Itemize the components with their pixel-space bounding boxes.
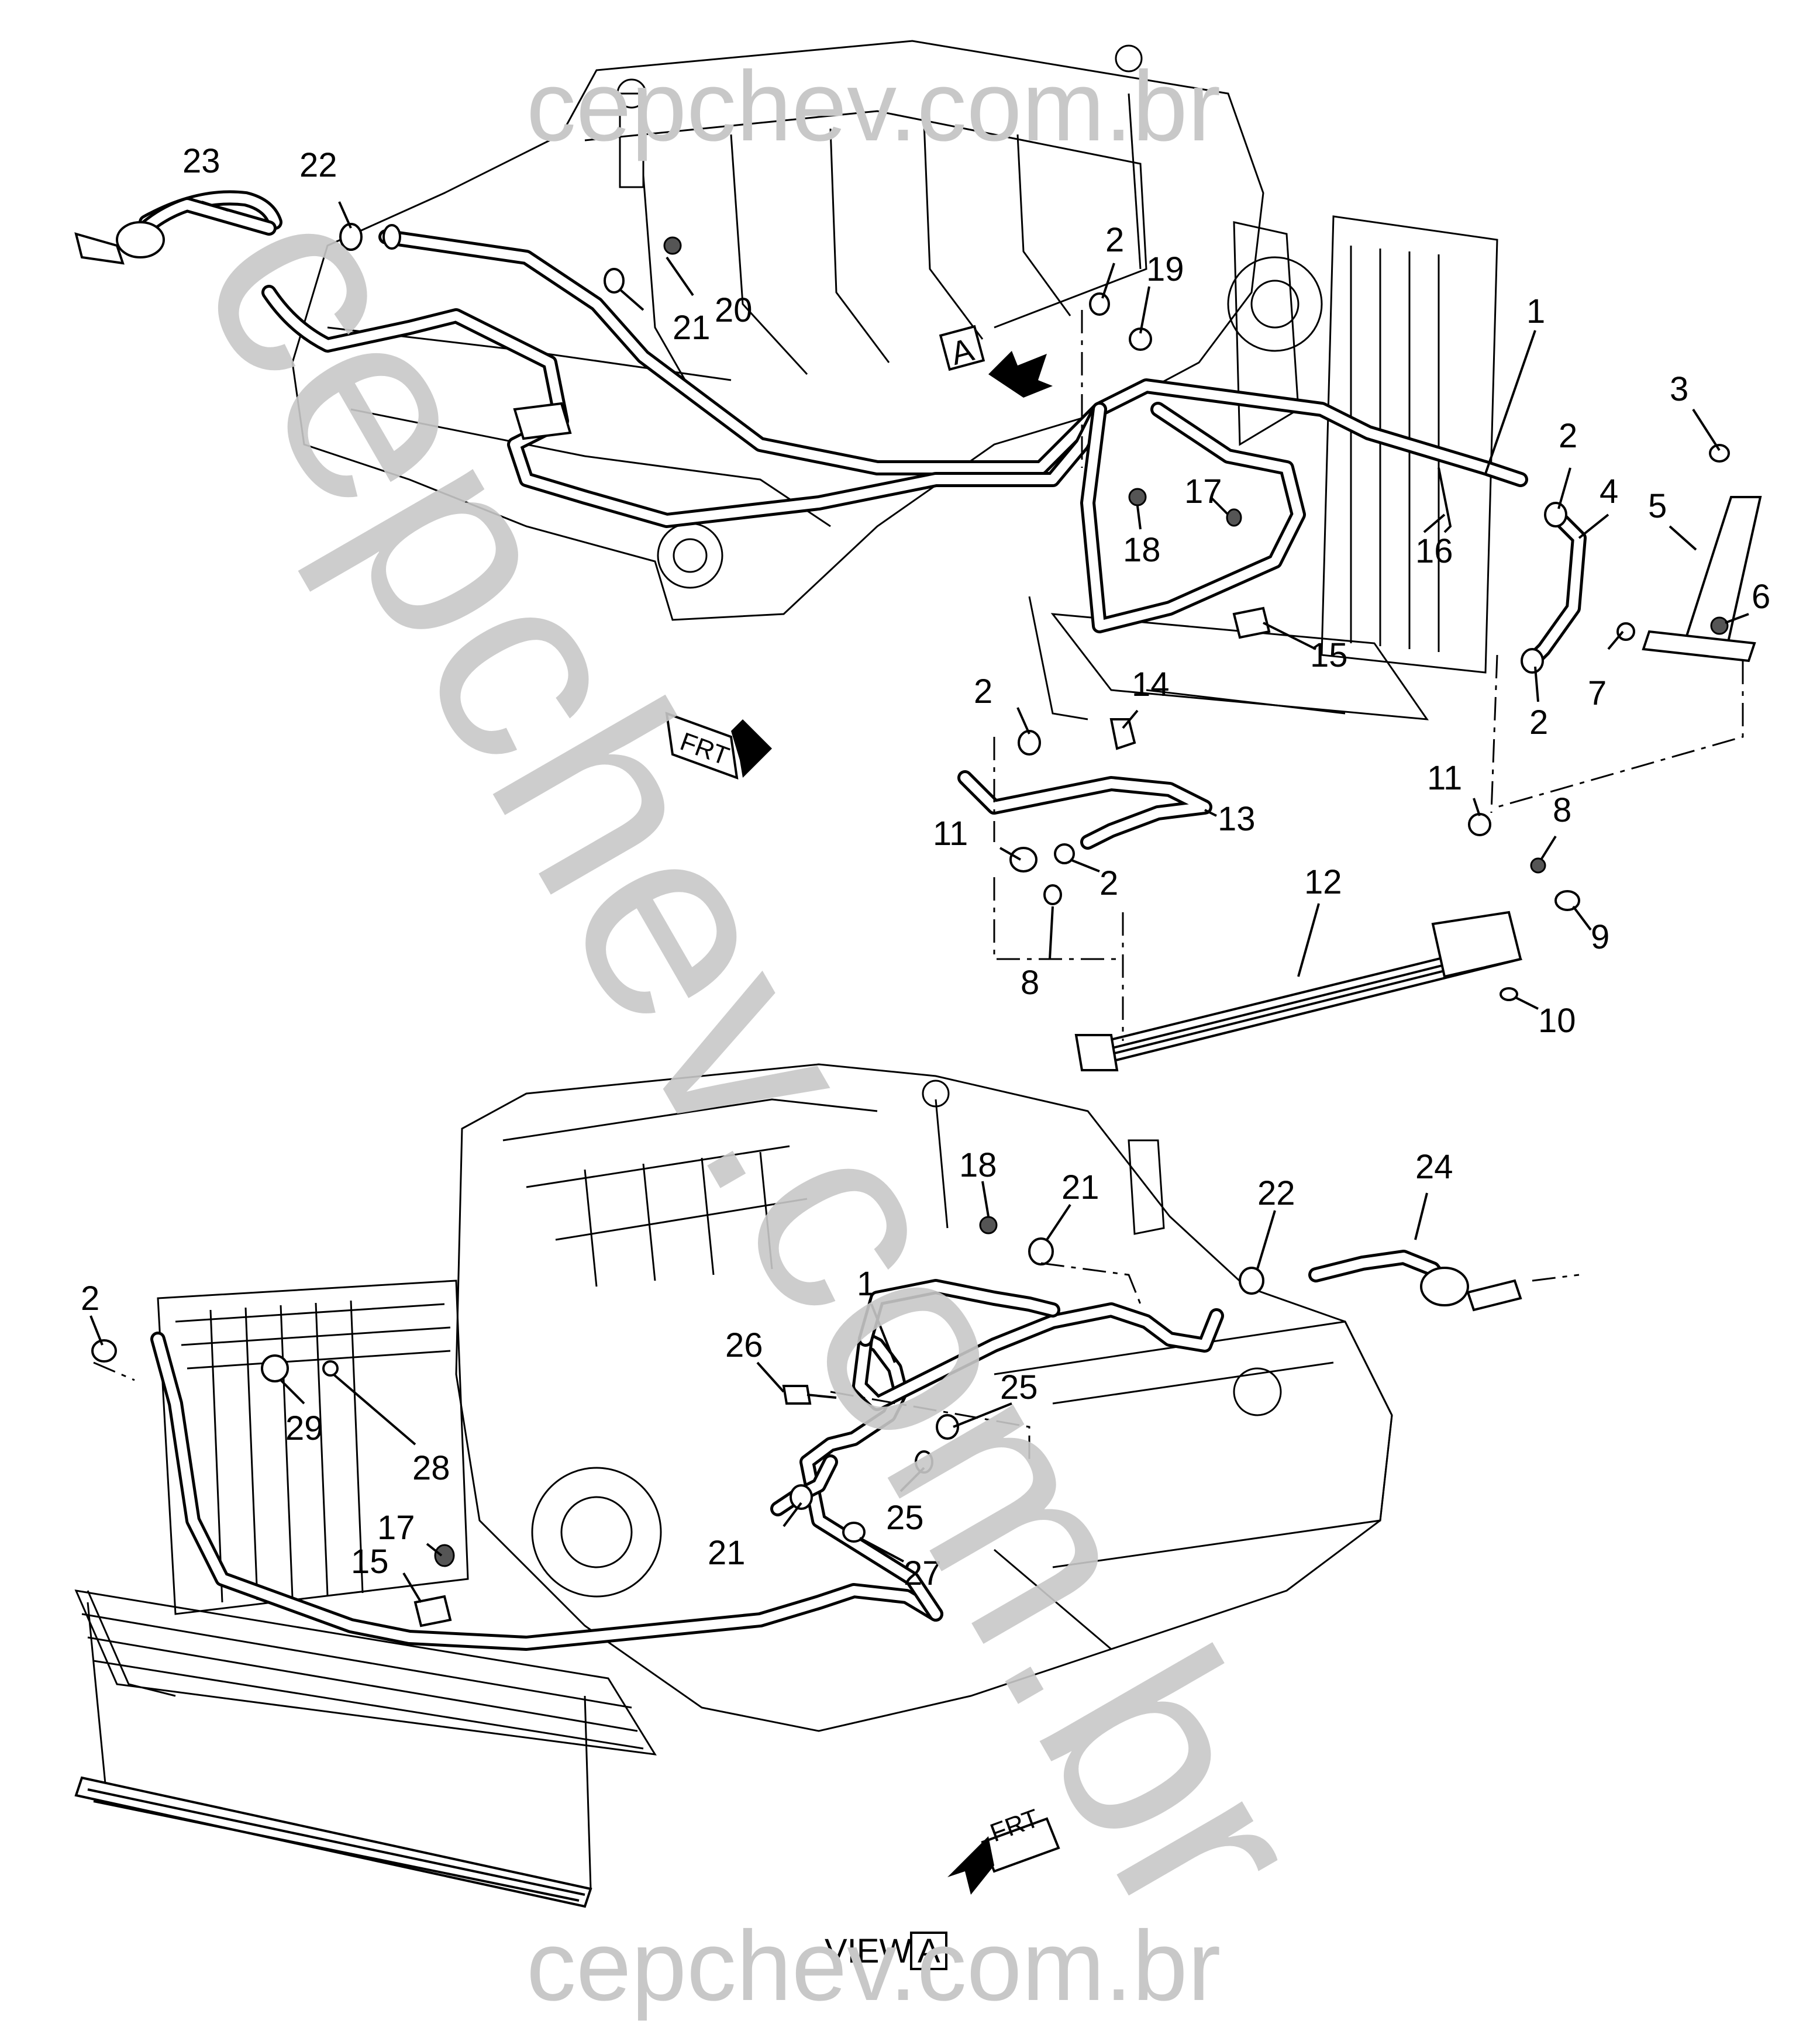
front-direction-arrow-bottom: FRT: [947, 1803, 1060, 1895]
callout-18: 18: [1123, 531, 1161, 569]
callout-27: 27: [904, 1554, 942, 1592]
cooler-lines-bottom: [150, 1250, 1522, 1651]
callout-2: 2: [1559, 417, 1577, 455]
callout-3: 3: [1670, 370, 1688, 408]
watermark-top: cepchev.com.br: [526, 51, 1221, 162]
callouts-top: 23 22 21 20 2 19 1 2 4 3 5 6 7 2 17 18 1…: [182, 142, 1770, 1040]
leader-lines-top: [201, 201, 1749, 1041]
radiator-assembly-bottom: [74, 1280, 657, 1908]
callout-14: 14: [1132, 665, 1170, 704]
callout-16: 16: [1415, 532, 1453, 570]
callout-20: 20: [715, 291, 753, 329]
callout-21: 21: [673, 309, 711, 347]
callout-19: 19: [1146, 250, 1184, 288]
callout-2: 2: [1105, 221, 1124, 259]
fluid-cooler-top: [1074, 911, 1523, 1071]
cooler-lines-top: [74, 190, 1587, 850]
callout-25: 25: [886, 1499, 924, 1537]
callout-18: 18: [959, 1146, 997, 1184]
callout-8: 8: [1021, 964, 1039, 1002]
callout-21: 21: [1061, 1168, 1099, 1206]
callout-22: 22: [1257, 1174, 1295, 1212]
callout-1: 1: [857, 1265, 875, 1303]
callout-10: 10: [1538, 1002, 1576, 1040]
callout-1: 1: [1526, 292, 1545, 330]
callout-28: 28: [412, 1449, 450, 1487]
view-label-prefix: VIEW: [825, 1932, 911, 1970]
callout-26: 26: [725, 1326, 763, 1364]
callout-15: 15: [351, 1543, 389, 1581]
callout-24: 24: [1415, 1148, 1453, 1186]
callout-9: 9: [1591, 918, 1609, 956]
callout-2: 2: [974, 673, 992, 711]
small-parts-top: [339, 223, 1762, 1001]
view-label-letter: A: [918, 1932, 940, 1970]
callout-8: 8: [1553, 791, 1571, 829]
callout-29: 29: [285, 1409, 323, 1447]
callout-2: 2: [1099, 864, 1118, 902]
callout-23: 23: [182, 142, 220, 180]
callout-22: 22: [299, 146, 337, 184]
callout-25: 25: [1000, 1368, 1038, 1406]
callout-11: 11: [933, 815, 968, 853]
small-parts-bottom: [91, 1216, 1264, 1627]
callout-12: 12: [1304, 863, 1342, 901]
callout-4: 4: [1600, 473, 1618, 511]
callouts-bottom: 18 21 22 24 1 26 25 25 21 27 2 29 28 17 …: [81, 1146, 1453, 1592]
callout-17: 17: [377, 1509, 415, 1547]
callout-21: 21: [708, 1534, 746, 1572]
view-label: VIEW A: [825, 1932, 947, 1970]
callout-5: 5: [1648, 487, 1667, 525]
engine-outline-top: [291, 40, 1498, 720]
view-a-marker: A: [939, 325, 1053, 398]
watermark-bottom: cepchev.com.br: [526, 1911, 1221, 2022]
callout-6: 6: [1752, 578, 1770, 616]
front-direction-arrow-top: FRT: [665, 711, 772, 780]
callout-11: 11: [1427, 759, 1462, 797]
callout-2: 2: [1529, 704, 1548, 742]
callout-2: 2: [81, 1280, 99, 1318]
callout-17: 17: [1184, 473, 1222, 511]
engine-outline-bottom: [455, 1063, 1393, 1732]
callout-15: 15: [1310, 636, 1348, 674]
leader-lines-bottom: [89, 1181, 1580, 1603]
callout-7: 7: [1588, 674, 1607, 712]
view-label-box: [910, 1932, 947, 1970]
callout-13: 13: [1218, 800, 1256, 838]
